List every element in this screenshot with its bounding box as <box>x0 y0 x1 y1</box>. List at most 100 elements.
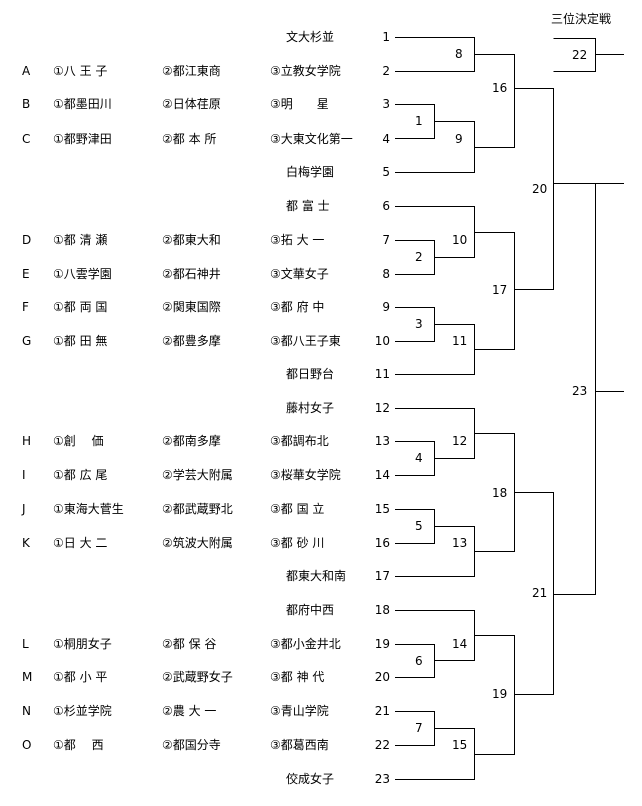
match-number: 11 <box>452 334 468 348</box>
group-team-1: ①都墨田川 <box>53 97 112 111</box>
slot-number: 3 <box>382 97 390 111</box>
slot-number: 1 <box>382 30 390 44</box>
match-number: 9 <box>455 132 463 146</box>
match-number: 8 <box>455 47 463 61</box>
group-team-3: ③大東文化第一 <box>270 132 353 146</box>
bracket-line <box>514 88 554 290</box>
group-team-2: ②都南多摩 <box>162 434 221 448</box>
slot-number: 8 <box>382 267 390 281</box>
slot-number: 16 <box>374 536 390 550</box>
group-team-3: ③都八王子東 <box>270 334 341 348</box>
match-number: 13 <box>452 536 468 550</box>
slot-number: 4 <box>382 132 390 146</box>
group-team-3: ③文華女子 <box>270 267 329 281</box>
group-letter: D <box>22 233 32 247</box>
group-team-3: ③青山学院 <box>270 704 329 718</box>
group-team-2: ②都国分寺 <box>162 738 221 752</box>
group-letter: G <box>22 334 32 348</box>
slot-number: 20 <box>374 670 390 684</box>
match-number: 22 <box>572 48 588 62</box>
bracket-line <box>474 232 515 350</box>
group-team-1: ①杉並学院 <box>53 704 112 718</box>
match-number: 7 <box>415 721 423 735</box>
group-team-3: ③都小金井北 <box>270 637 341 651</box>
slot-number: 21 <box>374 704 390 718</box>
group-letter: A <box>22 64 31 78</box>
slot-number: 17 <box>374 569 390 583</box>
match-number: 1 <box>415 114 423 128</box>
group-team-3: ③都 国 立 <box>270 502 325 516</box>
match-number: 10 <box>452 233 468 247</box>
match-number: 4 <box>415 451 423 465</box>
match-number: 20 <box>532 182 548 196</box>
group-team-3: ③都 神 代 <box>270 670 325 684</box>
group-team-3: ③都調布北 <box>270 434 329 448</box>
seed-team-name: 都東大和南 <box>286 569 347 583</box>
slot-number: 5 <box>382 165 390 179</box>
slot-number: 11 <box>374 367 390 381</box>
group-team-2: ②都石神井 <box>162 267 221 281</box>
group-team-2: ②日体荏原 <box>162 97 221 111</box>
group-team-1: ①桐朋女子 <box>53 637 112 651</box>
group-letter: L <box>22 637 29 651</box>
slot-number: 23 <box>374 772 390 786</box>
group-team-1: ①都 西 <box>53 738 104 752</box>
slot-number: 22 <box>374 738 390 752</box>
slot-number: 19 <box>374 637 390 651</box>
group-letter: N <box>22 704 31 718</box>
group-letter: F <box>22 300 29 314</box>
group-team-3: ③都 府 中 <box>270 300 325 314</box>
match-number: 2 <box>415 250 423 264</box>
slot-number: 2 <box>382 64 390 78</box>
group-letter: I <box>22 468 26 482</box>
match-number: 6 <box>415 654 423 668</box>
group-team-1: ①都 小 平 <box>53 670 108 684</box>
seed-team-name: 佼成女子 <box>286 772 335 786</box>
group-team-3: ③拓 大 一 <box>270 233 325 247</box>
group-team-2: ②都 本 所 <box>162 132 217 146</box>
slot-number: 14 <box>374 468 390 482</box>
group-team-1: ①創 価 <box>53 434 104 448</box>
slot-number: 13 <box>374 434 390 448</box>
group-team-1: ①日 大 二 <box>53 536 108 550</box>
bracket-line <box>474 54 515 148</box>
group-team-3: ③都葛西南 <box>270 738 329 752</box>
group-letter: K <box>22 536 30 550</box>
seed-team-name: 都日野台 <box>286 367 335 381</box>
group-team-2: ②農 大 一 <box>162 704 217 718</box>
match-number: 5 <box>415 519 423 533</box>
slot-number: 9 <box>382 300 390 314</box>
group-team-2: ②武蔵野女子 <box>162 670 233 684</box>
seed-team-name: 都 富 士 <box>286 199 330 213</box>
match-number: 12 <box>452 434 468 448</box>
group-team-1: ①都野津田 <box>53 132 112 146</box>
group-letter: M <box>22 670 33 684</box>
match-number: 19 <box>492 687 508 701</box>
match-number: 16 <box>492 81 508 95</box>
slot-number: 10 <box>374 334 390 348</box>
group-team-2: ②都東大和 <box>162 233 221 247</box>
group-team-3: ③明 星 <box>270 97 329 111</box>
group-team-2: ②都豊多摩 <box>162 334 221 348</box>
match-number: 21 <box>532 586 548 600</box>
group-team-3: ③立教女学院 <box>270 64 341 78</box>
group-team-2: ②都 保 谷 <box>162 637 217 651</box>
group-letter: J <box>22 502 26 516</box>
seed-team-name: 白梅学園 <box>286 165 335 179</box>
slot-number: 7 <box>382 233 390 247</box>
seed-team-name: 都府中西 <box>286 603 335 617</box>
group-team-1: ①都 田 無 <box>53 334 108 348</box>
seed-team-name: 藤村女子 <box>286 401 335 415</box>
group-team-2: ②都武蔵野北 <box>162 502 233 516</box>
seed-team-name: 文大杉並 <box>286 30 335 44</box>
group-letter: O <box>22 738 32 752</box>
match-number: 23 <box>572 384 588 398</box>
group-team-2: ②都江東商 <box>162 64 221 78</box>
group-letter: C <box>22 132 31 146</box>
group-team-2: ②学芸大附属 <box>162 468 233 482</box>
slot-number: 15 <box>374 502 390 516</box>
third-place-title: 三位決定戦 <box>551 12 612 26</box>
group-letter: H <box>22 434 32 448</box>
group-team-1: ①八 王 子 <box>53 64 108 78</box>
